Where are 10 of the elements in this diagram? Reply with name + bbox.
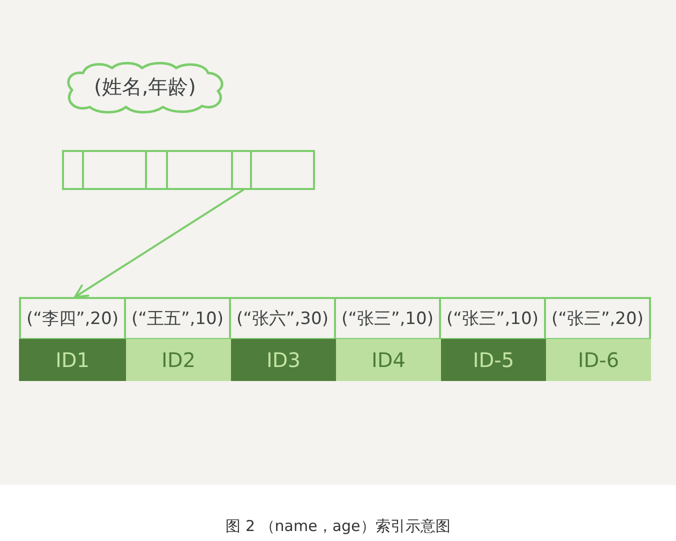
row-id-tile: ID2 [126,339,231,381]
row-id-tile: ID3 [231,339,336,381]
index-columns-text: (姓名,年龄) [93,74,197,100]
row-id-tile: ID1 [19,339,126,381]
row-id-tile: ID-5 [441,339,546,381]
index-page-box [62,150,315,190]
row-id-tile: ID4 [336,339,441,381]
figure-caption: 图 2 （name，age）索引示意图 [226,517,450,536]
row-id-tile: ID-6 [546,339,651,381]
arrow [74,189,244,298]
